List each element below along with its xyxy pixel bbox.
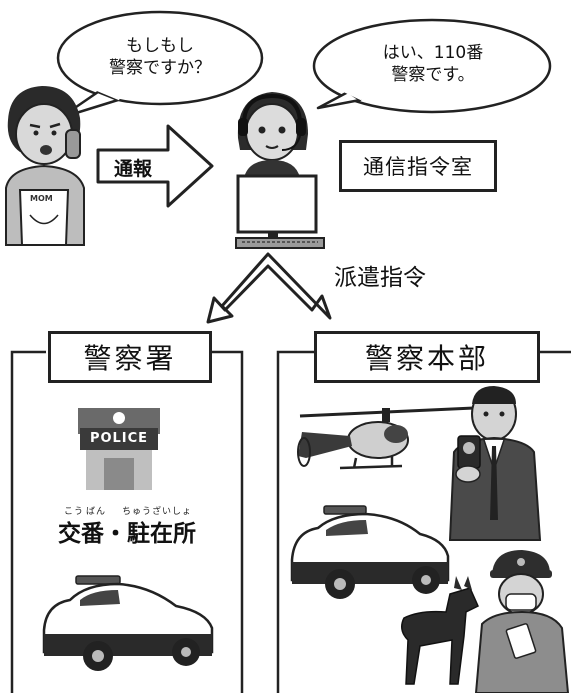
ruby-ban: ばん xyxy=(86,507,107,517)
ruby-chuuzai: ちゅうざい xyxy=(122,507,173,517)
operator-illustration xyxy=(237,92,308,178)
report-arrow xyxy=(96,124,214,208)
police-hq-title-box: 警察本部 xyxy=(314,331,540,383)
police-station-title-box: 警察署 xyxy=(48,331,212,383)
forensic-officer-illustration xyxy=(474,550,570,693)
patrol-car-left-illustration xyxy=(42,575,214,671)
police-station-title: 警察署 xyxy=(83,342,177,375)
caller-speech-bubble xyxy=(56,10,264,120)
command-room-box: 通信指令室 xyxy=(339,140,497,192)
station-section-frame xyxy=(10,350,244,693)
detective-illustration xyxy=(448,386,542,541)
police-dog-illustration xyxy=(401,576,479,685)
hq-section-frame xyxy=(276,350,571,693)
ruby-kou: こう xyxy=(64,507,85,517)
patrol-car-right-illustration xyxy=(290,505,450,599)
computer-monitor-illustration xyxy=(235,174,325,249)
report-arrow-label: 通報 xyxy=(114,158,153,180)
police-box-label: 交番・駐在所 xyxy=(58,521,196,547)
operator-speech-text: はい、110番 警察です。 xyxy=(382,43,484,85)
dispatch-arrow xyxy=(206,252,332,324)
police-hq-title: 警察本部 xyxy=(364,342,489,375)
caller-woman-illustration xyxy=(5,86,85,246)
apron-text: MOM xyxy=(30,194,53,203)
police-box-building-illustration xyxy=(78,408,160,490)
dispatch-order-label: 派遣指令 xyxy=(334,265,426,291)
caller-speech-text: もしもし 警察ですか？ xyxy=(109,36,211,78)
command-room-label: 通信指令室 xyxy=(363,155,473,179)
police-helicopter-illustration xyxy=(297,406,475,470)
police-sign-text: POLICE xyxy=(89,431,149,446)
ruby-sho: しょ xyxy=(172,507,193,517)
operator-speech-bubble xyxy=(312,18,552,114)
